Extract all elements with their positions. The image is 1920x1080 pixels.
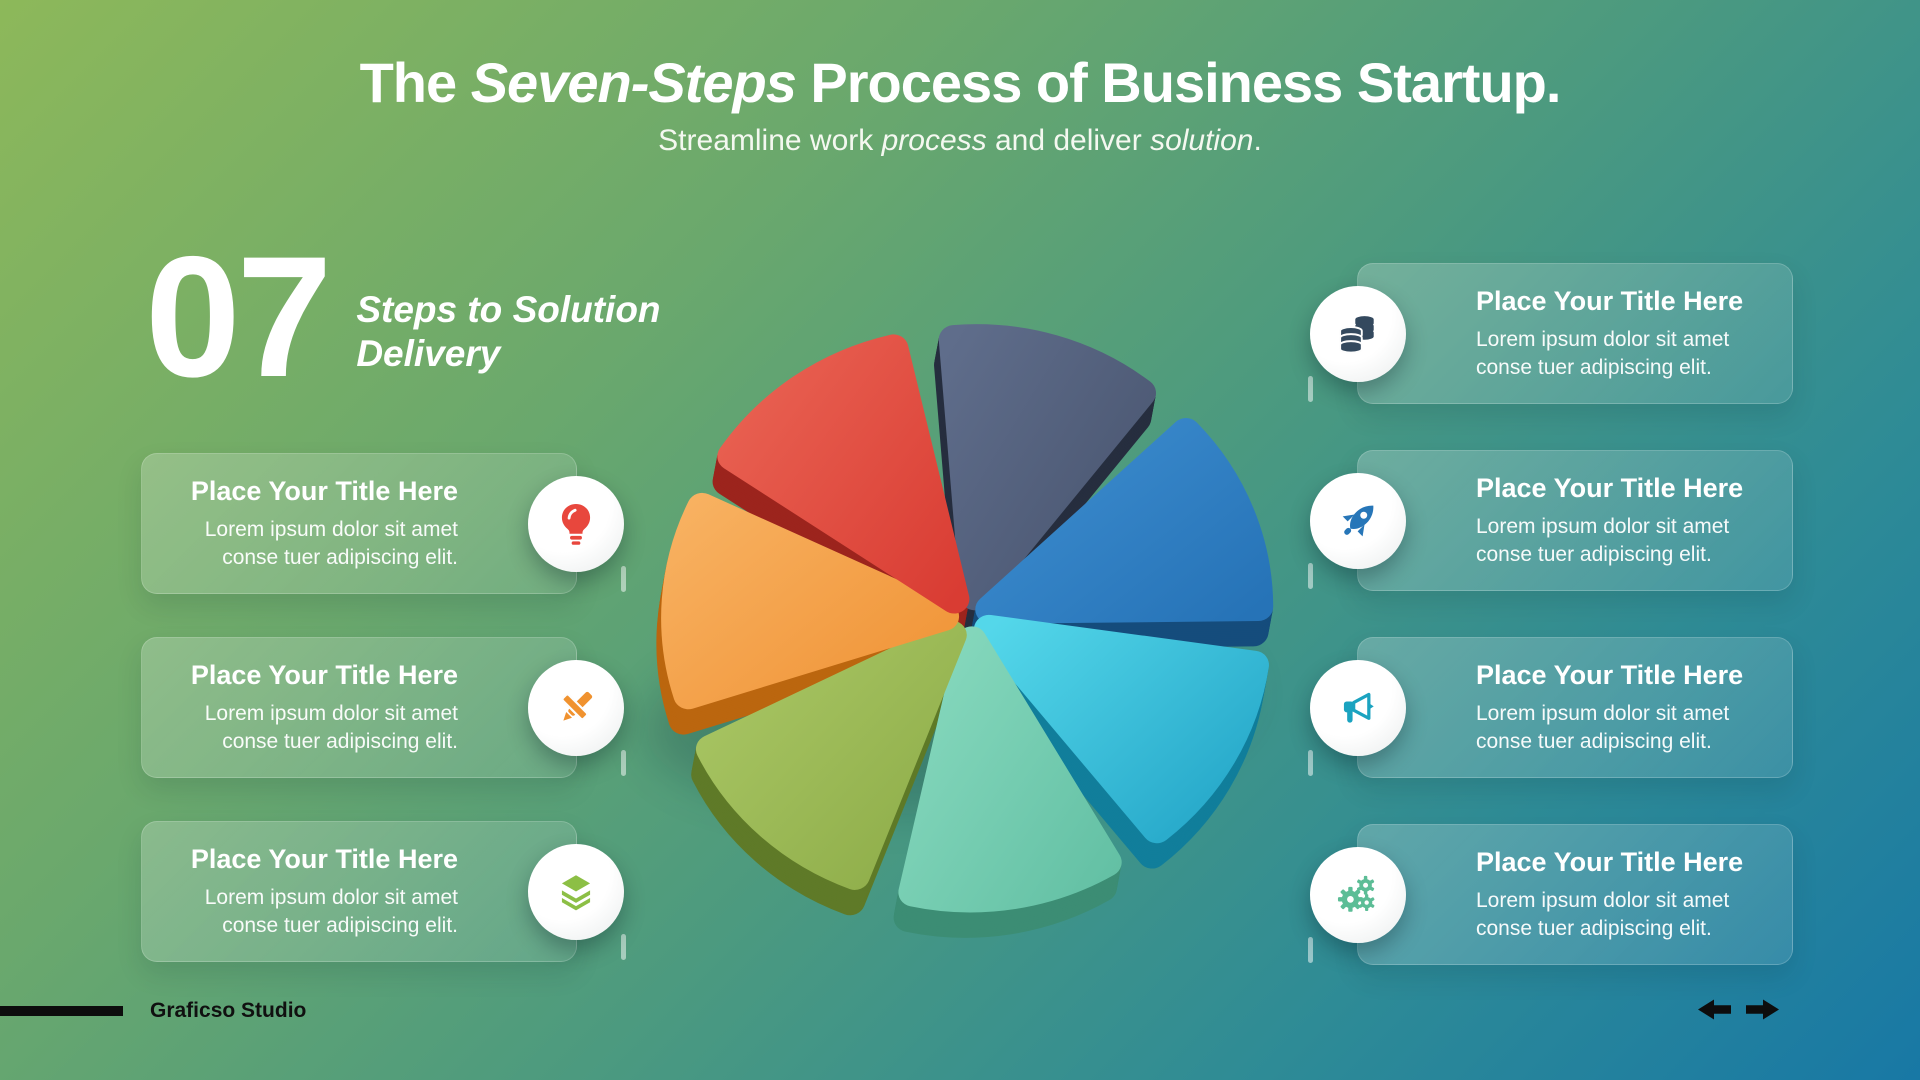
- step-block: 07 Steps to Solution Delivery: [145, 221, 661, 413]
- icon-circle: [1310, 285, 1406, 382]
- brand-name: Graficso Studio: [150, 999, 307, 1022]
- card: Place Your Title Here Lorem ipsum dolor …: [141, 453, 626, 594]
- card-body: Lorem ipsum dolor sit amet conse tuer ad…: [1476, 701, 1730, 753]
- card-title: Place Your Title Here: [1476, 659, 1744, 690]
- card-title: Place Your Title Here: [1476, 846, 1744, 877]
- connector-stem: [1308, 749, 1313, 776]
- icon-circle: [1310, 659, 1406, 756]
- gears-icon: [1337, 875, 1375, 912]
- card-title: Place Your Title Here: [1476, 472, 1744, 503]
- rocket-icon: [1335, 495, 1384, 544]
- card-body: Lorem ipsum dolor sit amet conse tuer ad…: [1476, 327, 1730, 379]
- slide-title: The Seven-Steps Process of Business Star…: [359, 51, 1562, 114]
- step-caption: Steps to Solution Delivery: [356, 289, 661, 374]
- prev-arrow-button[interactable]: [1698, 998, 1734, 1021]
- connector-stem: [621, 749, 626, 776]
- step-count: 07: [145, 221, 332, 413]
- brand-bar: [0, 1006, 123, 1016]
- icon-circle: [1310, 472, 1406, 569]
- card-title: Place Your Title Here: [190, 475, 458, 506]
- icon-circle: [528, 475, 624, 572]
- card: Place Your Title Here Lorem ipsum dolor …: [1308, 824, 1793, 965]
- icon-circle: [1310, 846, 1406, 943]
- connector-stem: [621, 933, 626, 960]
- card: Place Your Title Here Lorem ipsum dolor …: [1308, 450, 1793, 591]
- next-arrow-button[interactable]: [1743, 998, 1779, 1021]
- card-title: Place Your Title Here: [190, 843, 458, 874]
- card-body: Lorem ipsum dolor sit amet conse tuer ad…: [1476, 514, 1730, 566]
- slide-nav: [1698, 998, 1779, 1021]
- card-title: Place Your Title Here: [1476, 285, 1744, 316]
- card-body: Lorem ipsum dolor sit amet conse tuer ad…: [204, 885, 458, 937]
- left-cards: Place Your Title Here Lorem ipsum dolor …: [141, 453, 626, 962]
- card-body: Lorem ipsum dolor sit amet conse tuer ad…: [204, 517, 458, 569]
- right-cards: Place Your Title Here Lorem ipsum dolor …: [1308, 263, 1793, 965]
- left-arrow-icon: [1698, 999, 1731, 1020]
- icon-circle: [528, 659, 624, 756]
- right-arrow-icon: [1746, 999, 1779, 1020]
- header: The Seven-Steps Process of Business Star…: [0, 52, 1920, 158]
- card-body: Lorem ipsum dolor sit amet conse tuer ad…: [1476, 888, 1730, 940]
- connector-stem: [1308, 936, 1313, 963]
- layers-icon: [561, 874, 591, 910]
- icon-circle: [528, 843, 624, 940]
- megaphone-icon: [1342, 692, 1376, 724]
- card-body: Lorem ipsum dolor sit amet conse tuer ad…: [204, 701, 458, 753]
- card: Place Your Title Here Lorem ipsum dolor …: [1308, 637, 1793, 778]
- slide-subtitle: Streamline work process and deliver solu…: [658, 123, 1262, 157]
- connector-stem: [621, 565, 626, 592]
- card: Place Your Title Here Lorem ipsum dolor …: [141, 821, 626, 962]
- lightbulb-icon: [560, 502, 592, 546]
- connector-stem: [1308, 375, 1313, 402]
- card: Place Your Title Here Lorem ipsum dolor …: [141, 637, 626, 778]
- pencil-ruler-icon: [559, 689, 595, 725]
- coins-icon: [1339, 314, 1375, 354]
- card: Place Your Title Here Lorem ipsum dolor …: [1308, 263, 1793, 404]
- connector-stem: [1308, 562, 1313, 589]
- card-title: Place Your Title Here: [190, 659, 458, 690]
